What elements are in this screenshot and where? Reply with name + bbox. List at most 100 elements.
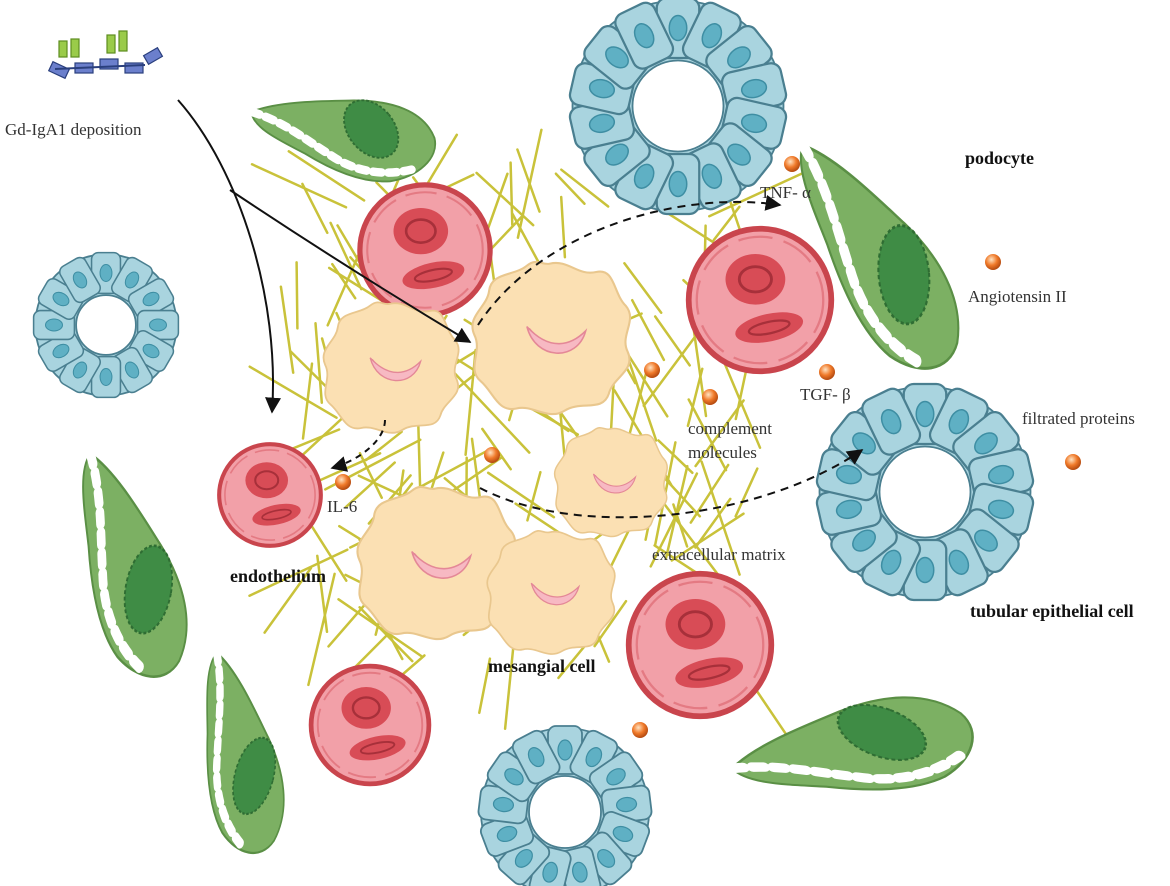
tubules-group [32,0,1037,886]
tubule-bottom [476,725,654,886]
matrix-fiber [670,512,745,562]
label-filtrated-proteins: filtrated proteins [1022,409,1135,428]
podocyte-right [799,133,961,378]
endothelium-cell-bottom-right [629,574,772,717]
matrix-fiber [307,572,336,687]
matrix-fiber [358,451,383,499]
iga1-molecule-icon [47,30,164,80]
tubule-left [32,251,180,399]
endothelium-cell-bottom-left [311,666,429,784]
tubule-top [566,0,790,216]
cytokine-dot-tgf [819,364,835,380]
matrix-fiber [295,261,299,330]
matrix-fiber [248,365,338,419]
label-il-6: IL-6 [327,497,357,516]
endothelium-cell-top [360,185,490,315]
mesangial-cell-3 [553,427,668,538]
matrix-fiber [734,467,759,518]
label-tnf-alpha: TNF- α [760,183,811,202]
matrix-fiber [301,362,314,440]
matrix-fiber [694,399,745,468]
matrix-fiber [447,365,531,454]
matrix-fiber [263,566,313,634]
matrix-fiber [486,471,556,519]
mesangial-cell-2 [471,260,632,416]
matrix-fiber [279,285,295,374]
cytokine-dots [335,156,1081,738]
arrow-deposition-to-endothelium [177,99,281,414]
podocyte-bottom-left [166,652,319,859]
matrix-fiber [554,172,586,205]
arrow-matrix-to-tubule [479,449,864,519]
cytokine-dot-tnf [784,156,800,172]
matrix-fiber [649,472,699,568]
matrix-fiber [516,148,541,213]
cytokine-dot-bottom [632,722,648,738]
cytokine-dot-angiotensin [985,254,1001,270]
matrix-fiber [326,244,364,327]
cytokine-dot-filtrated [1065,454,1081,470]
arrows [177,99,864,519]
label-extracellular-matrix: extracellular matrix [652,545,786,564]
tubule-right [813,382,1037,602]
label-angiotensin-ii: Angiotensin II [968,287,1067,306]
matrix-fiber [560,168,610,208]
matrix-fiber [329,221,363,291]
podocyte-bottom-right [731,644,981,846]
arrow-mesangial-to-podocyte [477,194,782,326]
matrix-fiber [630,298,666,362]
matrix-fiber [503,633,516,731]
matrix-fiber [654,491,726,585]
matrix-fiber [623,262,663,314]
matrix-fiber [470,437,482,501]
tubule-lumen [75,294,137,356]
matrix-fiber [694,497,732,549]
matrix-fiber [593,599,628,648]
label-molecules: molecules [688,443,757,462]
mesangial-cell-5 [486,529,616,655]
matrix-fiber [316,554,329,634]
label-tgf-beta: TGF- β [800,385,851,404]
matrix-fiber [708,170,808,218]
matrix-fiber [357,474,407,499]
cytokine-dot-il6 [335,474,351,490]
matrix-fiber [287,150,366,202]
matrix-fiber [653,315,691,367]
endothelium-cell-right [689,229,832,372]
matrix-fiber [358,606,414,663]
matrix-fiber [248,548,349,597]
matrix-fiber [700,460,741,576]
podocyte-left [51,453,214,681]
label-tubular-epithelial-cell: tubular epithelial cell [970,601,1134,621]
matrix-fiber [250,163,348,209]
matrix-fiber [416,412,422,499]
matrix-fiber [344,461,396,509]
matrix-fiber [354,632,390,669]
matrix-fiber [314,322,324,404]
label-mesangial-cell: mesangial cell [488,656,595,676]
tubule-lumen [528,775,602,849]
label-podocyte: podocyte [965,148,1034,168]
cytokine-dot-matrix [484,447,500,463]
matrix-fiber [301,182,329,235]
arrow-deposition-to-mesangial [229,189,472,343]
arrow-mesangial-to-endothelium [330,419,386,472]
matrix-fiber [687,398,728,472]
matrix-fiber [642,327,703,408]
endothelium-cell-left [219,444,321,546]
tubule-lumen [631,59,725,153]
label-complement: complement [688,419,772,438]
label-gd-iga1-deposition: Gd-IgA1 deposition [5,120,142,139]
matrix-fiber [625,351,669,418]
matrix-fiber [364,430,403,462]
matrix-fiber [331,262,357,300]
label-endothelium: endothelium [230,566,326,586]
cytokine-dot-mesangial [644,362,660,378]
tubule-lumen [878,445,972,539]
cytokine-dot-complement [702,389,718,405]
matrix-fiber [514,502,560,534]
matrix-fiber [478,657,492,715]
matrix-fiber [475,171,535,227]
